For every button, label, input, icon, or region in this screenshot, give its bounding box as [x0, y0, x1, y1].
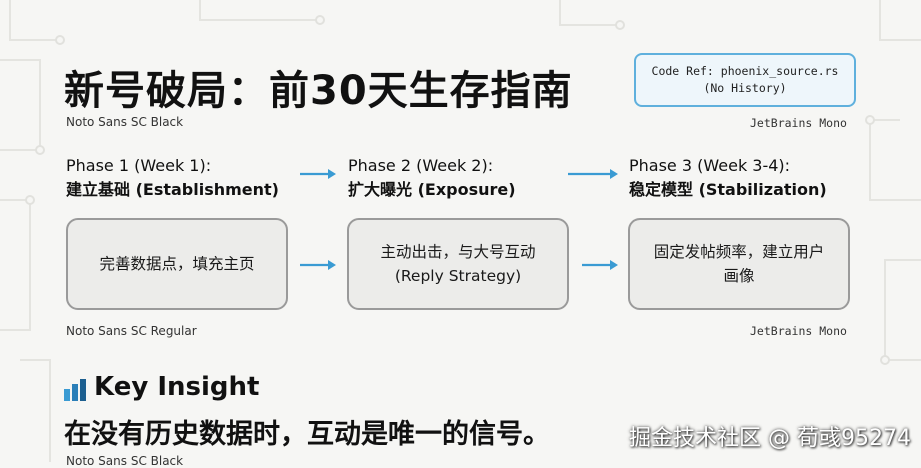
phase-3-title: Phase 3 (Week 3-4): [629, 156, 791, 175]
watermark: 掘金技术社区 @ 荀彧95274 [629, 426, 911, 451]
phase-2-subtitle: 扩大曝光 (Exposure) [348, 180, 516, 199]
title-font-caption: Noto Sans SC Black [66, 115, 184, 129]
arrow-right-icon [300, 260, 336, 270]
arrow-right-icon [582, 260, 618, 270]
phase-3-header: Phase 3 (Week 3-4): 稳定模型 (Stabilization) [629, 154, 827, 202]
code-ref-line1: Code Ref: phoenix_source.rs [651, 64, 839, 78]
phase-2-title: Phase 2 (Week 2): [348, 156, 494, 175]
page-title: 新号破局：前30天生存指南 [64, 68, 573, 114]
phase-3-subtitle: 稳定模型 (Stabilization) [629, 180, 827, 199]
phase-2-box: 主动出击，与大号互动 (Reply Strategy) [347, 218, 569, 310]
mono-font-caption: JetBrains Mono [750, 324, 847, 338]
code-ref-line2: (No History) [703, 81, 787, 95]
phase-1-subtitle: 建立基础 (Establishment) [66, 180, 279, 199]
code-ref-box: Code Ref: phoenix_source.rs (No History) [634, 53, 856, 107]
bar-chart-icon [64, 379, 86, 401]
code-font-caption: JetBrains Mono [750, 116, 847, 130]
phase-1-header: Phase 1 (Week 1): 建立基础 (Establishment) [66, 154, 279, 202]
insight-font-caption: Noto Sans SC Black [66, 454, 184, 468]
arrow-right-icon [568, 169, 618, 179]
insight-text: 在没有历史数据时，互动是唯一的信号。 [64, 419, 550, 450]
phase-2-header: Phase 2 (Week 2): 扩大曝光 (Exposure) [348, 154, 516, 202]
phase-1-box: 完善数据点，填充主页 [66, 218, 288, 310]
insight-title: Key Insight [94, 372, 260, 402]
body-font-caption: Noto Sans SC Regular [66, 324, 197, 338]
arrow-right-icon [300, 169, 336, 179]
phase-1-title: Phase 1 (Week 1): [66, 156, 212, 175]
phase-3-box: 固定发帖频率，建立用户画像 [628, 218, 850, 310]
